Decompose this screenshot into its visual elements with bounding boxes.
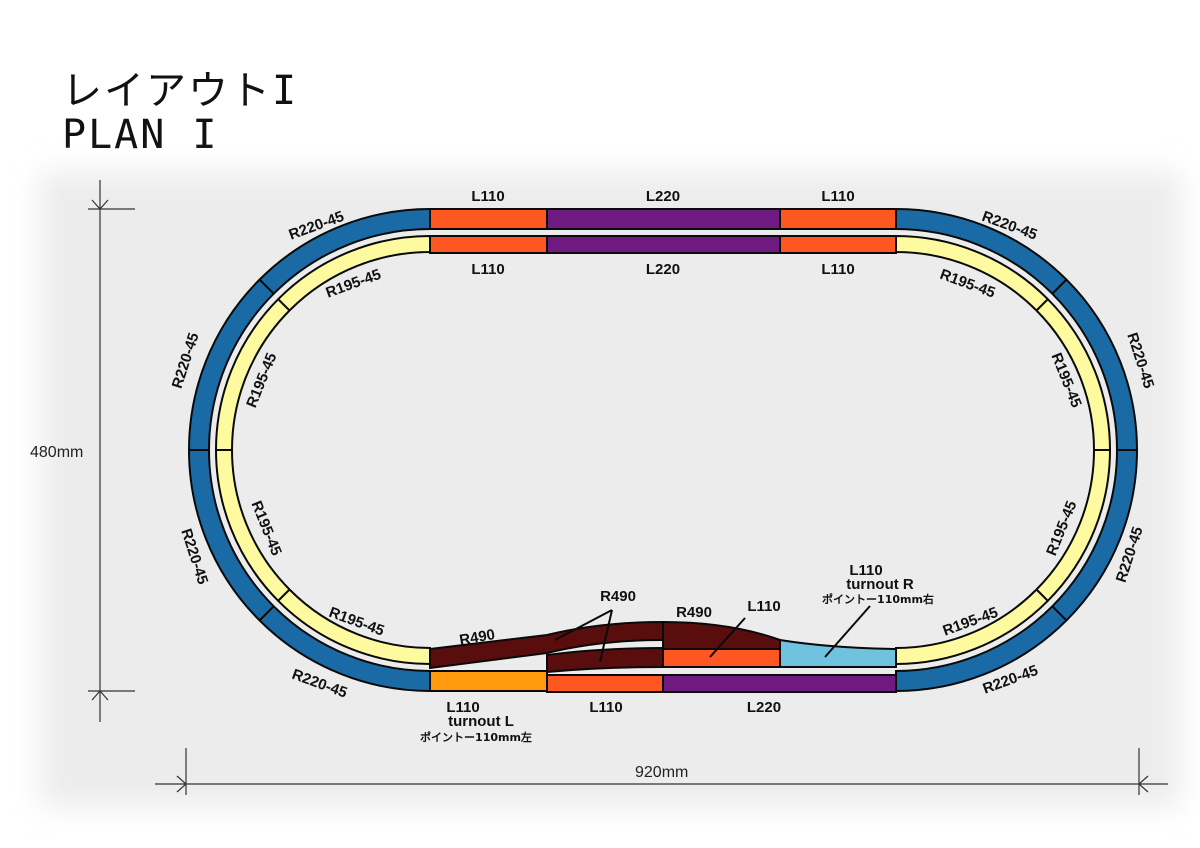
bottom-l110 (546, 674, 664, 693)
label-r490-left: R490 (458, 626, 496, 649)
label-bottom-l220: L220 (747, 699, 781, 716)
height-dimension: 480mm (30, 444, 83, 461)
label-top-inner-l220: L220 (646, 261, 680, 278)
page-title-jp: レイアウトI (62, 68, 299, 114)
label-pointers (554, 605, 871, 663)
label-turnout-r-jp: ポイントー110mm右 (822, 592, 934, 606)
label-top-outer-l110-right: L110 (821, 188, 854, 205)
turnout-r (779, 638, 897, 668)
label-turnout-r-length: L110 (849, 562, 882, 579)
label-top-inner-l110-left: L110 (471, 261, 504, 278)
turnout-l (429, 670, 548, 692)
label-bottom-l110: L110 (589, 699, 622, 716)
top-inner-l110-right (779, 235, 897, 254)
label-top-inner-l110-right: L110 (821, 261, 854, 278)
dimension-lines (88, 180, 1168, 795)
top-outer-l110-left (429, 208, 548, 230)
bottom-l220 (662, 674, 897, 693)
label-top-outer-l220: L220 (646, 188, 680, 205)
label-top-outer-l110-left: L110 (471, 188, 504, 205)
label-turnout-l-name: turnout L (448, 713, 514, 730)
top-outer-l220 (546, 208, 781, 230)
siding-l110 (662, 648, 781, 668)
inner-loop (215, 234, 1111, 666)
top-inner-l220 (546, 235, 781, 254)
label-siding-l110: L110 (747, 598, 780, 615)
label-turnout-l-jp: ポイントー110mm左 (420, 730, 532, 744)
width-dimension: 920mm (635, 764, 688, 781)
label-r490-right: R490 (676, 604, 712, 621)
outer-loop (188, 207, 1138, 693)
top-inner-l110-left (429, 235, 548, 254)
label-turnout-r-name: turnout R (846, 576, 914, 593)
top-outer-l110-right (779, 208, 897, 230)
label-r490-center: R490 (600, 588, 636, 605)
siding (429, 620, 897, 674)
page-title-en: PLAN I (62, 112, 219, 158)
label-turnout-l-length: L110 (446, 699, 479, 716)
